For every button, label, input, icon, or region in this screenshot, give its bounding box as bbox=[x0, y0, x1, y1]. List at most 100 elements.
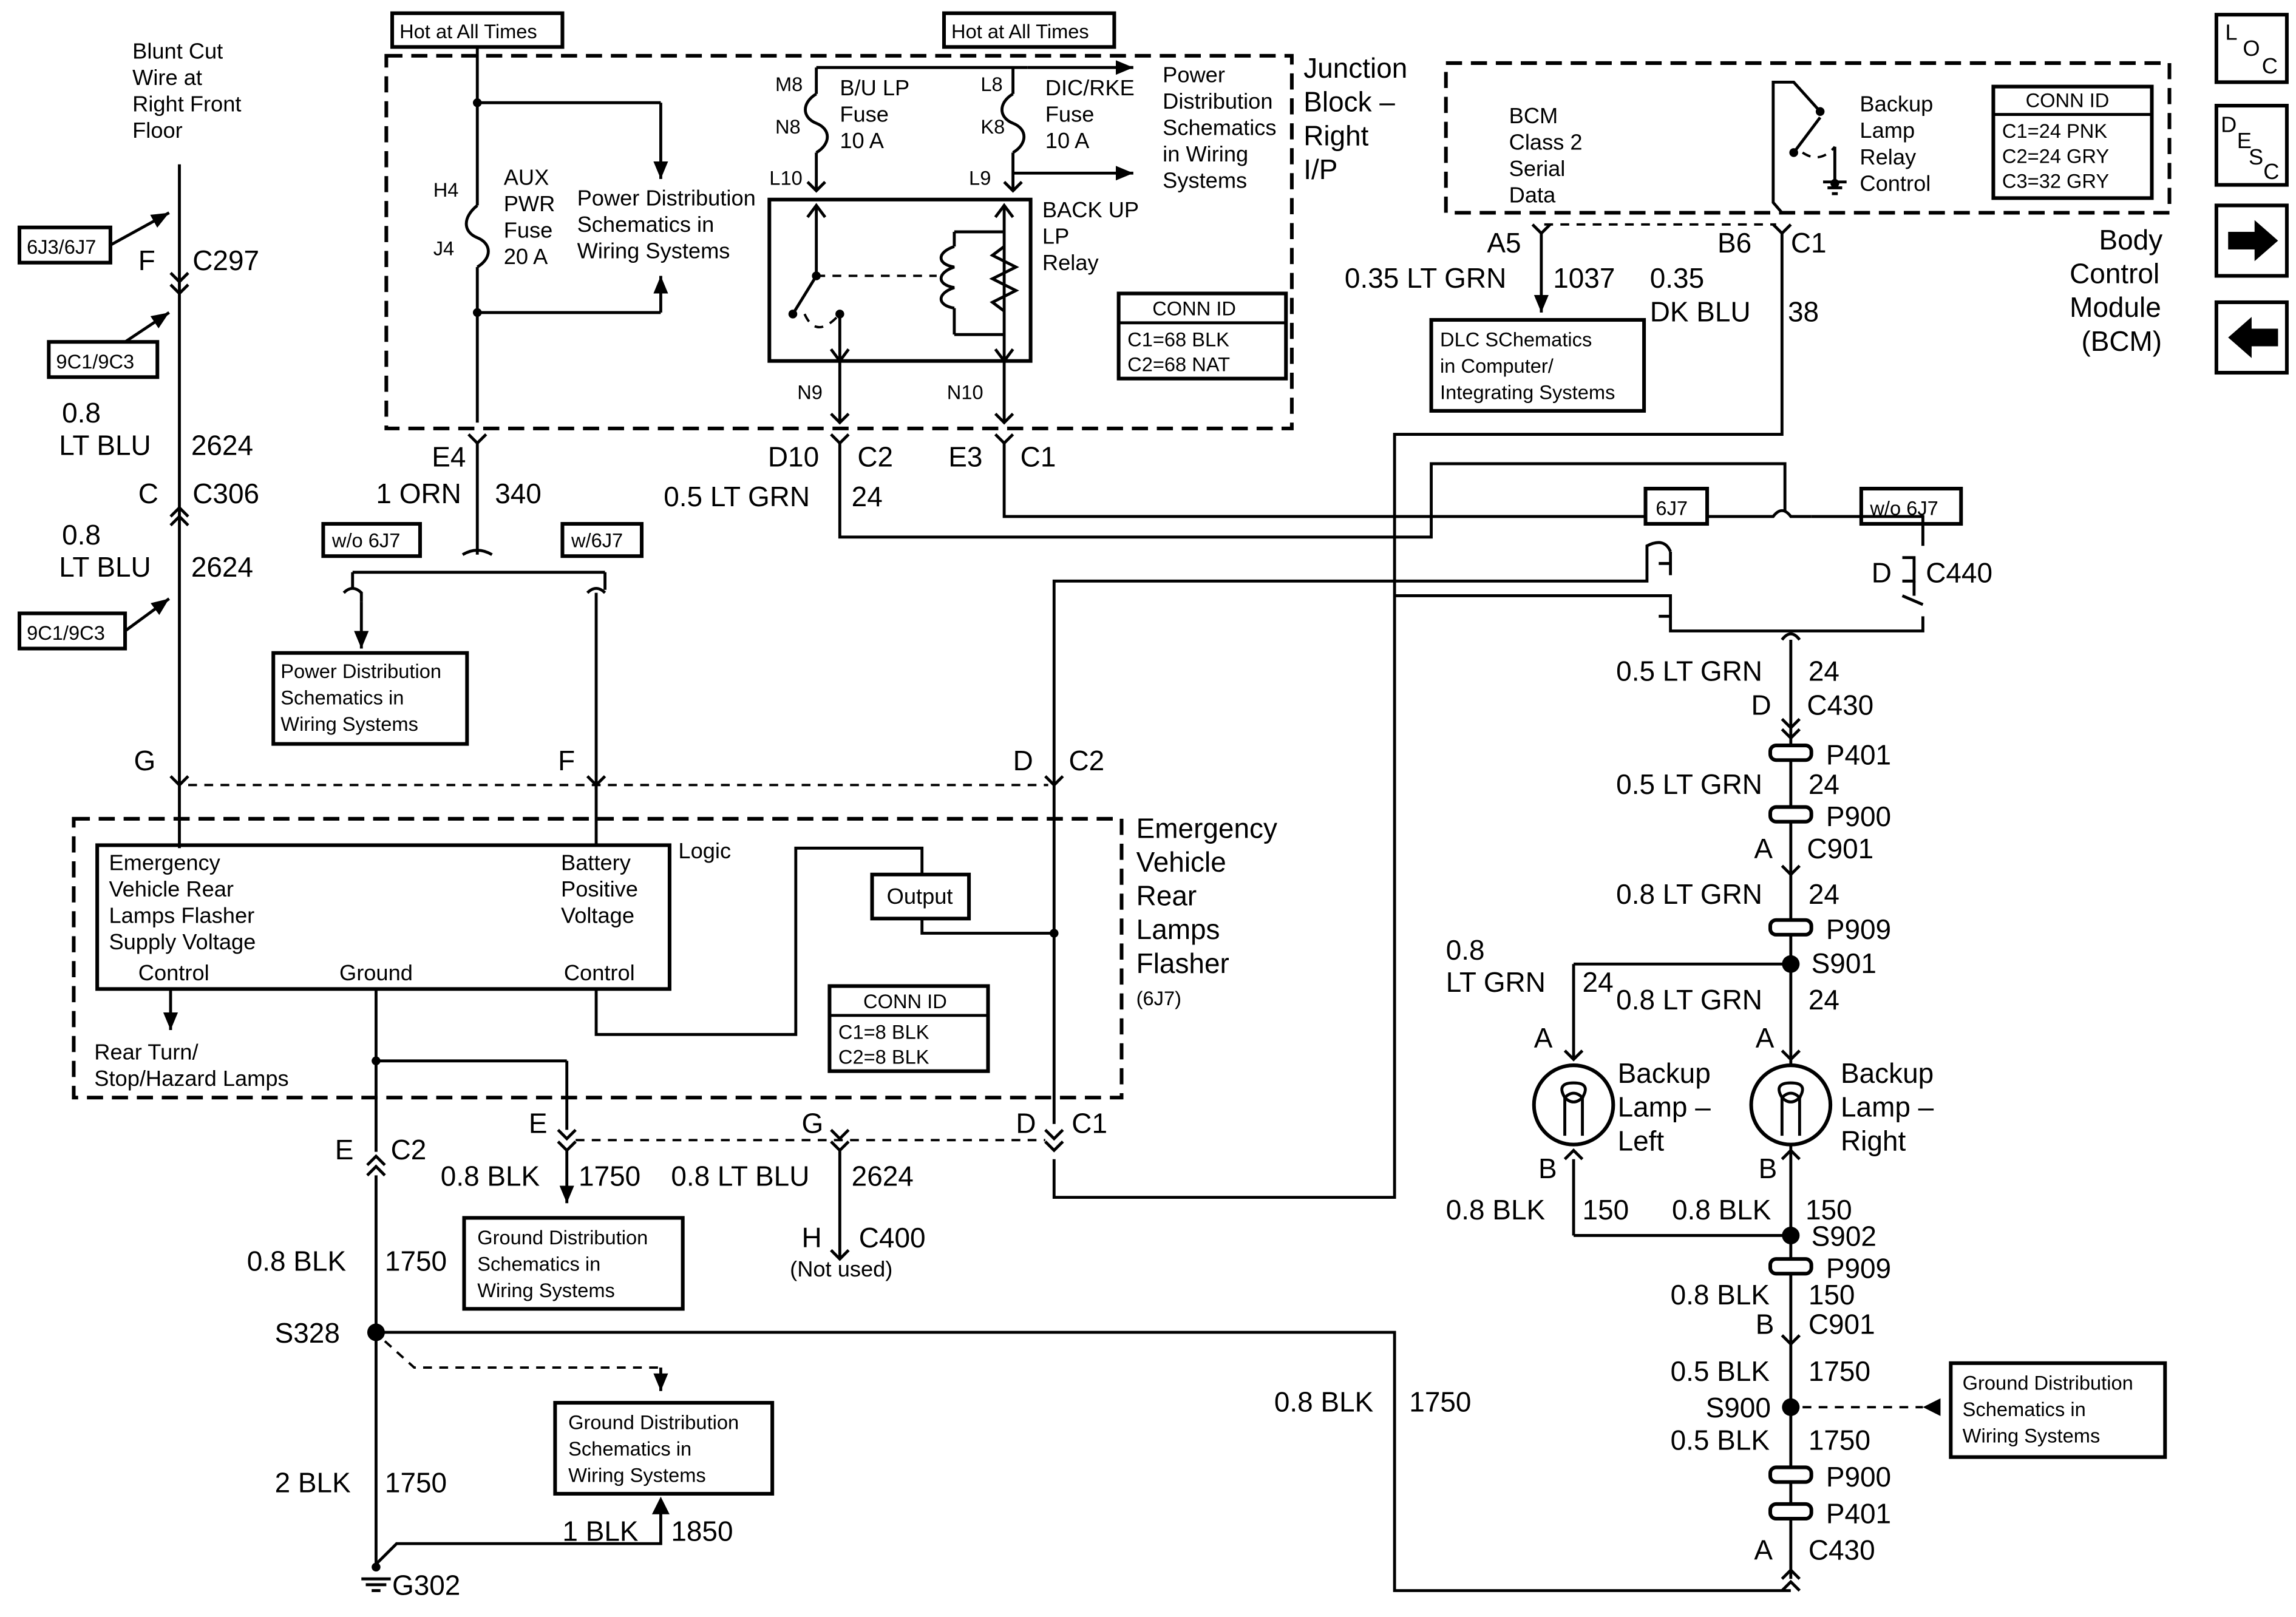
svg-text:Wiring Systems: Wiring Systems bbox=[577, 238, 730, 263]
splice-s900: S900 bbox=[1706, 1392, 1941, 1423]
svg-text:Schematics in: Schematics in bbox=[1963, 1398, 2086, 1420]
flasher-c2-connector: G F D C2 bbox=[134, 745, 1104, 787]
svg-text:1 ORN: 1 ORN bbox=[376, 478, 461, 509]
svg-text:Voltage: Voltage bbox=[561, 903, 634, 928]
svg-text:24: 24 bbox=[1809, 656, 1839, 687]
option-9c1-9c3-upper: 9C1/9C3 bbox=[47, 311, 170, 379]
svg-text:Power Distribution: Power Distribution bbox=[280, 660, 441, 682]
svg-text:Wiring Systems: Wiring Systems bbox=[280, 713, 418, 735]
wire-label-340: 1 ORN 340 bbox=[376, 478, 541, 509]
power-dist-right-label: Power Distribution Schematics in Wiring … bbox=[1163, 62, 1276, 192]
bcm-relay-control: Backup Lamp Relay Control bbox=[1771, 80, 1933, 214]
w6j7-stub bbox=[586, 572, 606, 594]
svg-text:J4: J4 bbox=[433, 237, 454, 260]
svg-text:N8: N8 bbox=[775, 115, 801, 138]
svg-text:0.5 BLK: 0.5 BLK bbox=[1671, 1424, 1770, 1456]
svg-text:6J7: 6J7 bbox=[1656, 497, 1688, 520]
svg-text:Control: Control bbox=[1860, 171, 1931, 195]
svg-text:C297: C297 bbox=[192, 245, 259, 276]
svg-text:A5: A5 bbox=[1487, 227, 1521, 259]
flasher-c2-lower-connector: E C2 bbox=[335, 1134, 427, 1177]
dlc-schematics-box: DLC SChematics in Computer/ Integrating … bbox=[1429, 317, 1646, 413]
svg-text:0.8 BLK: 0.8 BLK bbox=[1672, 1194, 1771, 1225]
svg-text:2624: 2624 bbox=[191, 429, 253, 461]
svg-text:C440: C440 bbox=[1926, 557, 1992, 589]
svg-text:24: 24 bbox=[1583, 966, 1614, 998]
bcm-outline bbox=[1444, 61, 2172, 215]
svg-text:P900: P900 bbox=[1826, 801, 1891, 832]
svg-text:LT BLU: LT BLU bbox=[59, 429, 151, 461]
svg-text:Control: Control bbox=[2070, 258, 2159, 290]
ground-dist-box-right: Ground Distribution Schematics in Wiring… bbox=[1949, 1361, 2167, 1459]
svg-text:CONN ID: CONN ID bbox=[863, 990, 947, 1012]
svg-text:B: B bbox=[1759, 1153, 1778, 1184]
svg-text:DLC SChematics: DLC SChematics bbox=[1440, 328, 1592, 351]
svg-text:DK BLU: DK BLU bbox=[1650, 296, 1751, 327]
svg-text:A: A bbox=[1754, 833, 1773, 864]
option-wo-6j7-left: w/o 6J7 bbox=[321, 521, 422, 558]
svg-text:B: B bbox=[1756, 1308, 1775, 1340]
bu-lp-fuse: M8 N8 L10 B/U LP Fuse 10 A bbox=[769, 66, 1028, 193]
blunt-cut-label: Blunt Cut Wire at Right Front Floor bbox=[132, 39, 241, 143]
wire-340-split bbox=[461, 549, 493, 556]
svg-text:LP: LP bbox=[1042, 223, 1069, 248]
svg-text:D10: D10 bbox=[768, 441, 819, 473]
svg-text:0.8: 0.8 bbox=[1446, 934, 1485, 966]
svg-text:1037: 1037 bbox=[1553, 262, 1615, 294]
bcm-title: Body Control Module (BCM) bbox=[2070, 224, 2162, 357]
svg-text:Distribution: Distribution bbox=[1163, 89, 1272, 114]
svg-text:C2=8 BLK: C2=8 BLK bbox=[838, 1046, 929, 1068]
svg-text:Lamp: Lamp bbox=[1860, 118, 1915, 143]
svg-text:(BCM): (BCM) bbox=[2081, 325, 2162, 357]
svg-text:C400: C400 bbox=[859, 1222, 926, 1253]
desc-label-e: E bbox=[2237, 128, 2252, 153]
junction-block-title: Junction Block – Right I/P bbox=[1303, 52, 1407, 185]
svg-text:Fuse: Fuse bbox=[840, 102, 889, 127]
svg-text:C901: C901 bbox=[1807, 833, 1873, 864]
svg-text:10 A: 10 A bbox=[1045, 128, 1090, 153]
svg-text:Ground Distribution: Ground Distribution bbox=[568, 1411, 739, 1434]
connector-c297: F C297 bbox=[138, 245, 259, 296]
power-dist-lower-box: Power Distribution Schematics in Wiring … bbox=[271, 651, 469, 746]
option-6j7-right: 6J7 bbox=[1643, 486, 1710, 526]
svg-text:S900: S900 bbox=[1706, 1392, 1771, 1423]
svg-text:1750: 1750 bbox=[1809, 1355, 1870, 1387]
splice-pack-p909-upper: P909 bbox=[1768, 914, 1891, 945]
svg-text:C: C bbox=[138, 478, 158, 509]
connector-c430-lower: A C430 bbox=[1754, 1534, 1875, 1592]
wire-label-2blk: 2 BLK 1750 bbox=[275, 1467, 447, 1499]
svg-text:C2: C2 bbox=[391, 1134, 427, 1165]
splice-pack-p401-lower: P401 bbox=[1768, 1497, 1891, 1529]
svg-text:Serial: Serial bbox=[1509, 156, 1566, 181]
svg-text:(Not used): (Not used) bbox=[790, 1256, 892, 1281]
svg-text:Lamps: Lamps bbox=[1136, 914, 1220, 945]
svg-text:Hot at All Times: Hot at All Times bbox=[399, 20, 537, 42]
svg-text:B: B bbox=[1538, 1153, 1557, 1184]
svg-text:D: D bbox=[1872, 557, 1892, 589]
connector-c400: H C400 (Not used) bbox=[790, 1222, 925, 1281]
prev-page-button[interactable] bbox=[2214, 300, 2289, 375]
svg-text:Lamps Flasher: Lamps Flasher bbox=[109, 903, 254, 928]
splice-pack-p909-lower: P909 bbox=[1768, 1253, 1891, 1284]
svg-text:E: E bbox=[335, 1134, 354, 1165]
svg-text:1750: 1750 bbox=[385, 1467, 447, 1499]
desc-button[interactable]: D E S C bbox=[2214, 104, 2289, 187]
next-page-button[interactable] bbox=[2214, 203, 2289, 278]
svg-text:Class 2: Class 2 bbox=[1509, 130, 1583, 155]
svg-text:C1: C1 bbox=[1072, 1107, 1107, 1139]
splice-s901: S901 bbox=[1572, 947, 1877, 1060]
backup-lamp-left: A B Backup Lamp – Left bbox=[1532, 1022, 1711, 1184]
svg-text:Wiring Systems: Wiring Systems bbox=[568, 1464, 706, 1486]
svg-text:Schematics in: Schematics in bbox=[577, 212, 715, 237]
svg-text:0.5 LT GRN: 0.5 LT GRN bbox=[1616, 656, 1762, 687]
svg-text:1750: 1750 bbox=[385, 1245, 447, 1276]
svg-text:150: 150 bbox=[1809, 1279, 1855, 1310]
svg-text:C2: C2 bbox=[857, 441, 893, 473]
wire-label-1750-b: 0.8 BLK 1750 bbox=[247, 1245, 447, 1276]
splice-s902: S902 bbox=[1782, 1220, 1877, 1252]
svg-text:PWR: PWR bbox=[504, 191, 555, 216]
svg-text:K8: K8 bbox=[980, 115, 1005, 138]
svg-text:150: 150 bbox=[1805, 1194, 1852, 1225]
loc-button[interactable]: L O C bbox=[2214, 13, 2289, 84]
svg-text:0.8: 0.8 bbox=[62, 519, 101, 551]
